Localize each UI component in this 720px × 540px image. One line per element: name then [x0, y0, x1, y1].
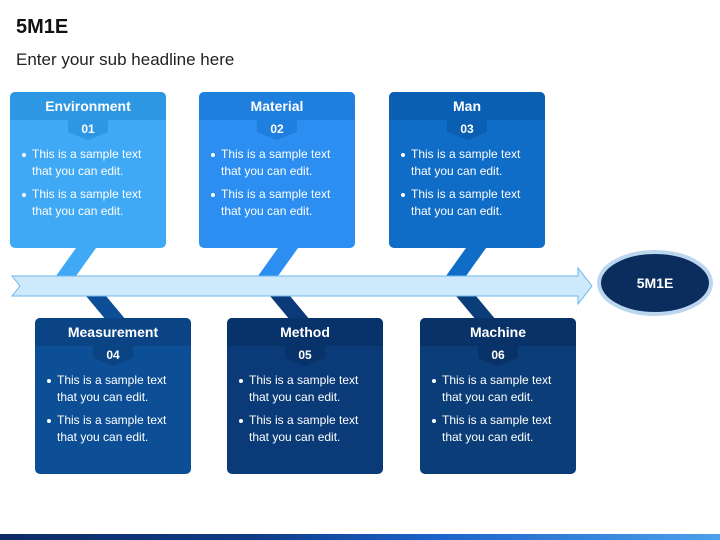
bullet-item: This is a sample text that you can edit.: [47, 412, 183, 446]
card-bullets: This is a sample text that you can edit.…: [35, 366, 191, 446]
card-machine: Machine 06 This is a sample text that yo…: [420, 318, 576, 474]
card-title: Method: [227, 318, 383, 346]
bullet-item: This is a sample text that you can edit.: [211, 186, 347, 220]
card-measurement: Measurement 04 This is a sample text tha…: [35, 318, 191, 474]
connector-03: [446, 248, 486, 276]
card-number: 02: [257, 120, 297, 140]
bullet-item: This is a sample text that you can edit.: [401, 186, 537, 220]
page-subtitle: Enter your sub headline here: [16, 50, 235, 69]
connector-05: [270, 296, 310, 320]
card-bullets: This is a sample text that you can edit.…: [420, 366, 576, 446]
page-title: 5M1E: [16, 16, 69, 38]
card-title: Material: [199, 92, 355, 120]
bullet-item: This is a sample text that you can edit.: [211, 146, 347, 180]
connector-01: [56, 248, 96, 276]
card-number: 05: [285, 346, 325, 366]
center-label: 5M1E: [636, 275, 674, 291]
connector-06: [456, 296, 496, 320]
bullet-item: This is a sample text that you can edit.: [22, 146, 158, 180]
card-man: Man 03 This is a sample text that you ca…: [389, 92, 545, 248]
footer-bar: [0, 534, 720, 540]
card-method: Method 05 This is a sample text that you…: [227, 318, 383, 474]
end-ellipse: [597, 250, 713, 316]
card-number: 04: [93, 346, 133, 366]
card-bullets: This is a sample text that you can edit.…: [227, 366, 383, 446]
card-environment: Environment 01 This is a sample text tha…: [10, 92, 166, 248]
card-title: Machine: [420, 318, 576, 346]
card-title: Environment: [10, 92, 166, 120]
bullet-item: This is a sample text that you can edit.: [432, 372, 568, 406]
card-number: 03: [447, 120, 487, 140]
card-material: Material 02 This is a sample text that y…: [199, 92, 355, 248]
card-title: Man: [389, 92, 545, 120]
card-bullets: This is a sample text that you can edit.…: [199, 140, 355, 220]
card-title: Measurement: [35, 318, 191, 346]
bullet-item: This is a sample text that you can edit.: [47, 372, 183, 406]
card-bullets: This is a sample text that you can edit.…: [10, 140, 166, 220]
bullet-item: This is a sample text that you can edit.: [432, 412, 568, 446]
bullet-item: This is a sample text that you can edit.: [401, 146, 537, 180]
main-arrow: [10, 266, 593, 306]
card-number: 01: [68, 120, 108, 140]
connector-02: [258, 248, 298, 276]
card-number: 06: [478, 346, 518, 366]
bullet-item: This is a sample text that you can edit.: [239, 412, 375, 446]
card-bullets: This is a sample text that you can edit.…: [389, 140, 545, 220]
bullet-item: This is a sample text that you can edit.: [22, 186, 158, 220]
bullet-item: This is a sample text that you can edit.: [239, 372, 375, 406]
connector-04: [86, 296, 126, 320]
